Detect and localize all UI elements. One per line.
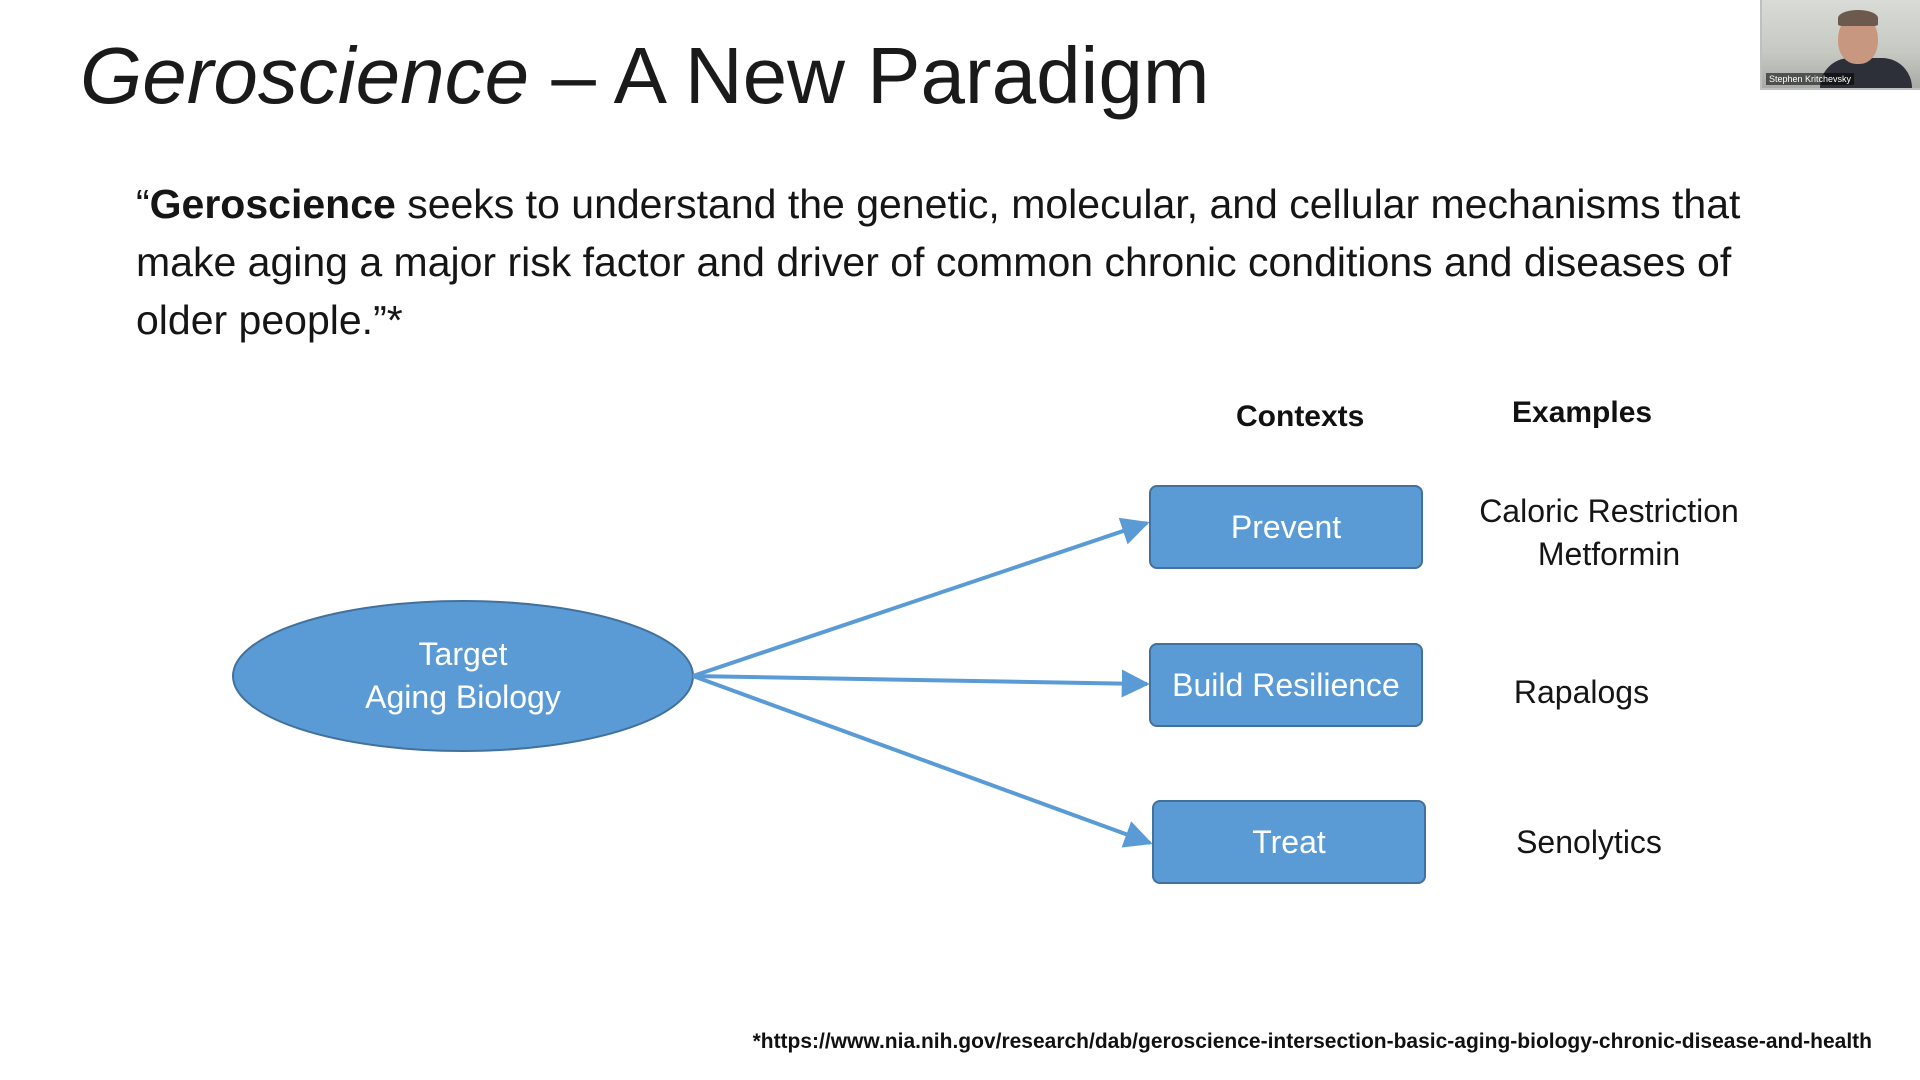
examples-prevent: Caloric Restriction Metformin [1474,490,1744,576]
quote-text: seeks to understand the genetic, molecul… [136,181,1741,343]
source-label-line1: Target [418,636,508,672]
title-italic-term: Geroscience [80,31,530,120]
contexts-header: Contexts [1236,400,1365,433]
context-box-prevent: Prevent [1149,485,1423,569]
context-box-treat: Treat [1152,800,1426,884]
arrow-to-treat [692,674,1153,848]
examples-treat: Senolytics [1474,821,1704,864]
participant-name: Stephen Kritchevsky [1766,73,1855,85]
example-item: Rapalogs [1513,674,1650,710]
arrow-to-build-resilience [692,669,1150,698]
definition-quote: “Geroscience seeks to understand the gen… [136,175,1776,349]
arrow-to-prevent [692,517,1150,678]
example-item: Caloric Restriction [1479,493,1739,529]
presenter-hair [1838,10,1878,26]
context-box-build-resilience: Build Resilience [1149,643,1423,727]
quote-bold-term: Geroscience [149,181,396,227]
example-item: Senolytics [1516,824,1662,860]
webcam-thumbnail[interactable]: Stephen Kritchevsky [1760,0,1920,90]
title-rest: – A New Paradigm [529,31,1210,120]
examples-build-resilience: Rapalogs [1474,671,1689,714]
examples-header: Examples [1512,396,1653,429]
slide-title: Geroscience – A New Paradigm [80,30,1209,122]
quote-open-mark: “ [136,181,150,227]
source-label-line2: Aging Biology [365,679,561,715]
source-label: Target Aging Biology [233,601,693,751]
example-item: Metformin [1537,536,1681,572]
source-footnote: *https://www.nia.nih.gov/research/dab/ge… [752,1030,1872,1053]
